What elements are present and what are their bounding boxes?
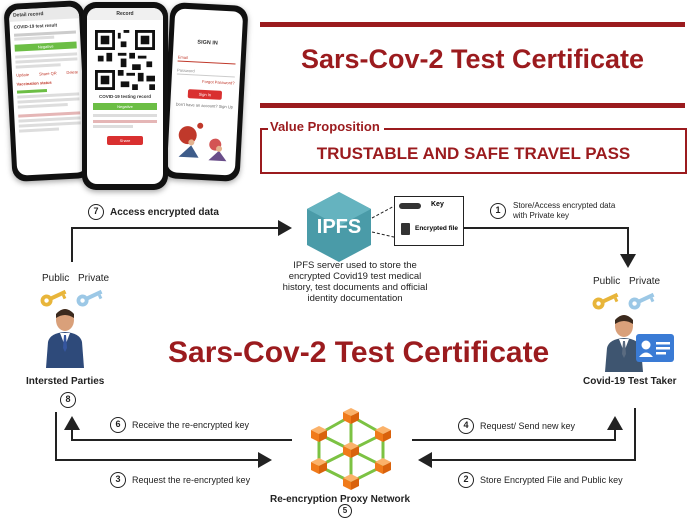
right-keys-icon: [592, 292, 655, 310]
title-top: Sars-Cov-2 Test Certificate: [300, 44, 645, 74]
step-4-number: 4: [458, 418, 474, 434]
left-private-label: Private: [78, 273, 110, 284]
left-keys-icon: [40, 289, 103, 307]
step-4-label: Request/ Send new key: [480, 421, 576, 431]
network-number: 5: [338, 504, 352, 518]
arrow-step-4: [412, 416, 623, 441]
phone-middle-screen: Record COVID-19 testing record Negative …: [87, 8, 163, 184]
legend-key-label: Key: [431, 201, 444, 208]
ipfs-legend: Key Encrypted file: [394, 196, 464, 246]
phone-middle: Record COVID-19 testing record Negative …: [82, 2, 168, 190]
value-proposition-label-text: Value Proposition: [270, 119, 380, 134]
step-6-number: 6: [110, 417, 126, 433]
cube-top: [343, 408, 359, 424]
step-7-label: Access encrypted data: [110, 207, 219, 218]
title-center: Sars-Cov-2 Test Certificate: [168, 336, 550, 369]
phone-middle-header: Record: [87, 8, 163, 20]
id-card-icon: [636, 334, 674, 362]
phone-middle-status: Negative: [93, 103, 157, 110]
title-top-rule: [260, 22, 685, 27]
step-1-number: 1: [490, 203, 506, 219]
step-2-number: 2: [458, 472, 474, 488]
test-taker-label: Covid-19 Test Taker: [583, 376, 677, 387]
phone-middle-caption: COVID-19 testing record: [98, 94, 151, 99]
right-public-label: Public: [593, 276, 621, 287]
value-proposition-label: Value Proposition: [268, 119, 384, 134]
legend-key-icon: [399, 203, 421, 209]
value-proposition-text: TRUSTABLE AND SAFE TRAVEL PASS: [316, 144, 631, 163]
ipfs-logo-icon: [307, 192, 371, 262]
test-taker-person-icon: [605, 315, 643, 372]
step-6-label: Receive the re-encrypted key: [132, 420, 250, 430]
interested-party-person-icon: [46, 309, 84, 368]
network-label: Re-encryption Proxy Network: [270, 494, 411, 505]
ipfs-logo-text: IPFS: [316, 216, 362, 238]
qr-code: [95, 30, 155, 90]
arrow-step-7: [71, 220, 292, 262]
arrow-step-6: [64, 416, 292, 441]
title-bottom-rule: [260, 103, 685, 108]
legend-file-label: Encrypted file: [415, 225, 458, 232]
left-public-label: Public: [42, 273, 70, 284]
arrow-step-1: [420, 227, 636, 268]
step-3-label: Request the re-encrypted key: [132, 475, 251, 485]
ipfs-caption: IPFS server used to store the encrypted …: [282, 260, 428, 304]
legend-file-icon: [401, 223, 410, 235]
arrow-step-2: [418, 408, 636, 468]
proxy-network-icon: [311, 408, 391, 490]
step-3-number: 3: [110, 472, 126, 488]
virus-illustration: [178, 122, 227, 162]
step-2-label: Store Encrypted File and Public key: [480, 475, 623, 485]
right-private-label: Private: [629, 276, 661, 287]
phone-right-screen: SIGN IN Email Password Forgot Password? …: [166, 8, 244, 176]
phone-middle-share-button[interactable]: Share: [107, 136, 143, 145]
value-proposition-box: TRUSTABLE AND SAFE TRAVEL PASS: [260, 128, 687, 174]
step-7-number: 7: [88, 204, 104, 220]
step-1-label: Store/Access encrypted data with Private…: [513, 201, 616, 220]
interested-parties-number: 8: [60, 392, 76, 408]
arrow-step-3: [55, 412, 272, 468]
interested-parties-label: Intersted Parties: [26, 376, 105, 387]
phone-right: SIGN IN Email Password Forgot Password? …: [161, 2, 249, 182]
